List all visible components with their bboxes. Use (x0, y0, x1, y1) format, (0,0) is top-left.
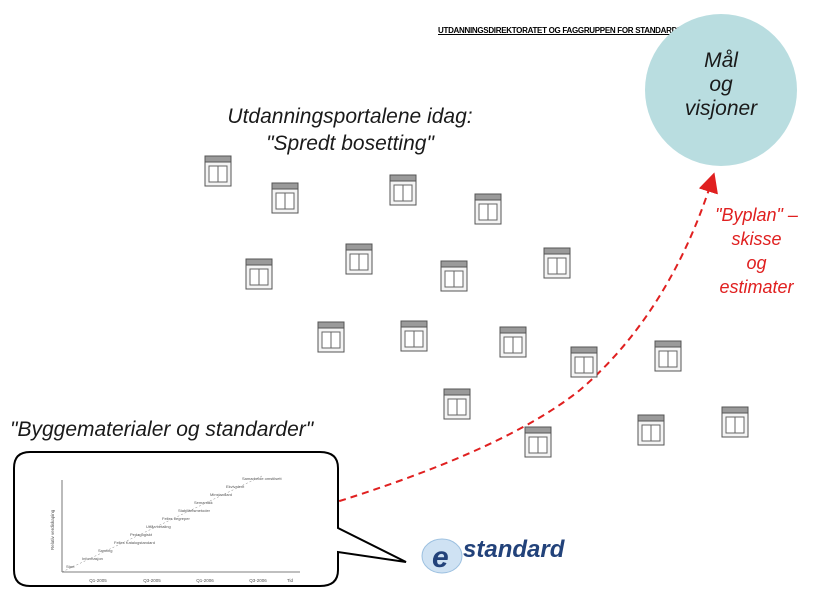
mini-chart-item: Stabilitetsmetoder (178, 508, 211, 513)
window-icon (474, 193, 502, 230)
window-icon (271, 182, 299, 219)
window-icon (499, 326, 527, 363)
window-icon (570, 346, 598, 383)
goal-line: visjoner (684, 97, 758, 120)
heading-line: Utdanningsportalene idag: (227, 105, 473, 128)
mini-chart-item: Start (66, 564, 75, 569)
window-icon (317, 321, 345, 358)
svg-text:e: e (432, 541, 449, 574)
mini-chart-item: Minstandard (210, 492, 232, 497)
byplan-line: skisse (731, 229, 782, 249)
goal-circle (645, 14, 797, 166)
mini-chart-xtick: Tid (287, 578, 294, 583)
byplan-label: "Byplan" – skisse og estimater (695, 203, 818, 299)
mini-chart-ylabel: Relativ verdiskaping (50, 509, 55, 550)
byplan-line: og (746, 253, 767, 273)
goal-text: Mål og visjoner (645, 49, 797, 121)
window-icon (543, 247, 571, 284)
mini-chart-item: Utfåa betaling (146, 524, 171, 529)
window-icon (204, 155, 232, 192)
mini-chart-xtick: Q1-2006 (196, 578, 214, 583)
byplan-line: estimater (719, 277, 794, 297)
window-icon (245, 258, 273, 295)
mini-chart-item: Felles begreper (162, 516, 190, 521)
window-icon (721, 406, 749, 443)
portals-heading: Utdanningsportalene idag: "Spredt bosett… (190, 103, 510, 157)
byplan-line: "Byplan" – (715, 205, 798, 225)
mini-chart-item: Informasjon (82, 556, 103, 561)
header-text: UTDANNINGSDIREKTORATET OG FAGGRUPPEN FOR… (438, 26, 751, 35)
mini-chart-item: Samarbeide omstilsett (242, 476, 282, 481)
mini-chart-xtick: Q1-2005 (89, 578, 107, 583)
mini-chart-xticks: Q1-2005 Q3-2005 Q1-2006 Q3-2006 Tid (89, 578, 293, 583)
mini-chart-item: Ekvivalent (226, 484, 245, 489)
goal-line: og (709, 73, 733, 96)
materials-label: "Byggematerialer og standarder" (10, 418, 314, 441)
window-icon (389, 174, 417, 211)
mini-chart-xtick: Q3-2005 (143, 578, 161, 583)
mini-chart-items: Samarbeide omstilsettEkvivalentMinstanda… (66, 476, 282, 569)
window-icon (637, 414, 665, 451)
estandard-logo-icon: e (421, 538, 463, 574)
mini-chart-xtick: Q3-2006 (249, 578, 267, 583)
window-icon (400, 320, 428, 357)
mini-chart-item: Semantikk (194, 500, 213, 505)
mini-chart-item: Samling (98, 548, 112, 553)
estandard-logo-text: standard (463, 536, 565, 563)
window-icon (345, 243, 373, 280)
window-icon (524, 426, 552, 463)
mini-chart-item: Pedagogiskt (130, 532, 153, 537)
window-icon (443, 388, 471, 425)
window-icon (440, 260, 468, 297)
heading-line: "Spredt bosetting" (266, 132, 434, 155)
goal-line: Mål (704, 49, 738, 72)
mini-chart-item: Felles Katalogstandard (114, 540, 155, 545)
window-icon (654, 340, 682, 377)
